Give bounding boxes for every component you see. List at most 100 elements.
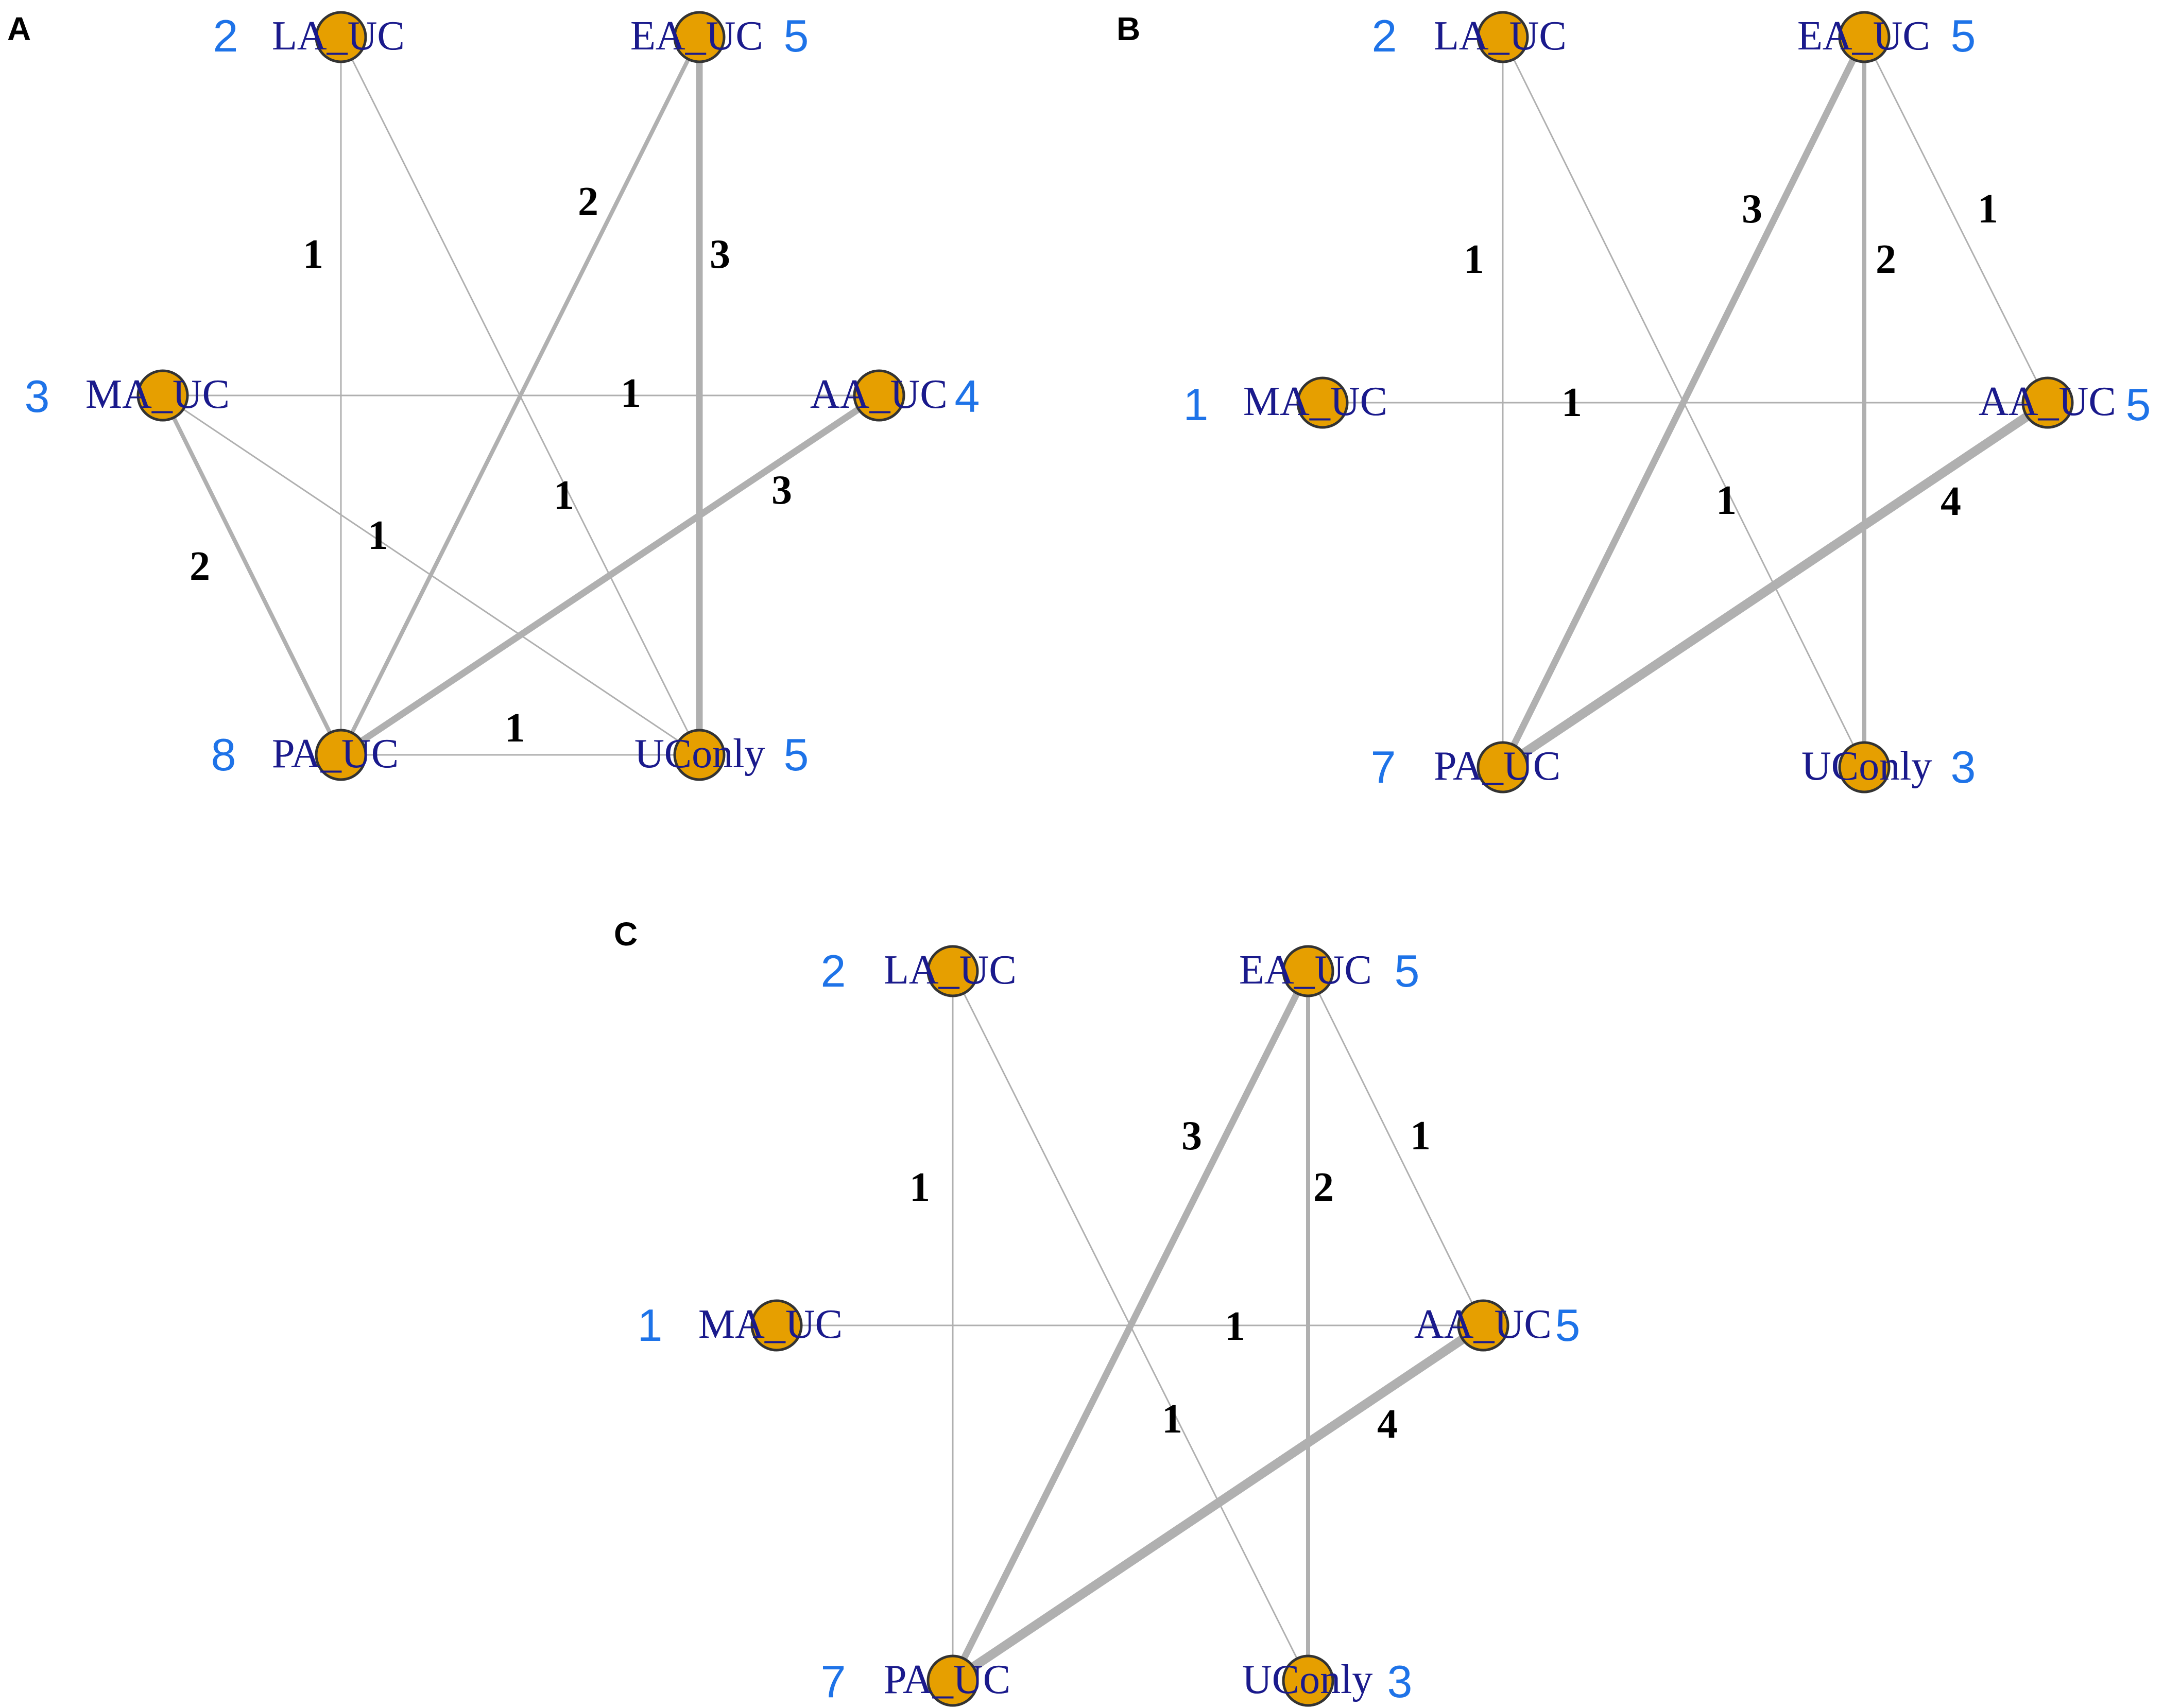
node-count-ea-uc: 5 (1951, 10, 1976, 61)
node-count-ea-uc: 5 (1395, 945, 1420, 996)
edge-weight-label: 1 (1225, 1304, 1245, 1349)
node-count-uconly: 5 (784, 729, 809, 780)
node-counts: 2 5 3 4 8 5 (25, 10, 980, 780)
node-count-pa-uc: 7 (1371, 741, 1396, 792)
nodes: LA_UC EA_UC MA_UC AA_UC PA_UC UConly (698, 945, 1552, 1707)
nodes: LA_UC EA_UC MA_UC AA_UC PA_UC UConly (1243, 11, 2116, 793)
node-counts: 2 5 1 5 7 3 (638, 945, 1581, 1707)
edge-ma-uc-uconly (162, 394, 700, 756)
node-label-overlay: EA_UC (1239, 947, 1372, 993)
node-count-ma-uc: 1 (638, 1300, 663, 1351)
panel-c: 1 1 3 2 1 1 4 LA_UC EA_UC MA_UC AA_UC PA_UC UConlyLA… (614, 916, 1580, 1707)
edge-ea-uc-aa-uc (1863, 37, 2049, 403)
edge-weight-label: 2 (1313, 1165, 1334, 1210)
node-label-overlay: LA_UC (884, 947, 1017, 993)
edge-weight-label: 2 (1876, 237, 1896, 282)
node-la-uc (1477, 11, 1529, 63)
node-label-overlay: LA_UC (272, 13, 405, 59)
node-count-pa-uc: 8 (211, 729, 236, 780)
node-counts: 2 5 1 5 7 3 (1183, 10, 2151, 792)
node-pa-uc (926, 1654, 979, 1707)
node-count-aa-uc: 4 (955, 371, 980, 422)
edge-labels: 1 1 2 3 1 2 1 3 1 (190, 179, 792, 751)
node-label-overlay: PA_UC (884, 1657, 1010, 1702)
panel-letter: C (614, 916, 638, 953)
edge-aa-uc-pa-uc (950, 1321, 1486, 1685)
node-count-la-uc: 2 (1372, 10, 1397, 61)
node-label-overlay: UConly (1801, 744, 1932, 789)
edge-weight-label: 3 (771, 468, 792, 513)
node-count-ma-uc: 1 (1183, 379, 1209, 430)
node-count-ma-uc: 3 (25, 371, 50, 422)
panel-b: 1 1 3 2 1 1 4 LA_UC EA_UC MA_UC AA_UC PA_UC UConlyLA… (1117, 10, 2151, 793)
edges (777, 970, 1486, 1685)
node-label-overlay: AA_UC (1979, 379, 2116, 424)
edge-weight-label: 1 (1464, 237, 1484, 282)
node-ea-uc (1282, 945, 1334, 997)
node-ea-uc (673, 11, 726, 63)
node-aa-uc (853, 369, 905, 422)
node-la-uc (315, 11, 367, 63)
node-uconly (1838, 741, 1891, 793)
node-label-overlay: PA_UC (272, 731, 399, 777)
node-count-la-uc: 2 (821, 945, 846, 996)
node-ma-uc (1296, 376, 1349, 429)
node-count-uconly: 3 (1387, 1656, 1413, 1707)
node-label-overlay: PA_UC (1434, 744, 1560, 789)
node-label-overlay: UConly (634, 731, 765, 777)
edge-aa-uc-pa-uc (1500, 399, 2051, 771)
edge-labels: 1 1 3 2 1 1 4 (909, 1113, 1431, 1447)
edge-weight-label: 1 (1162, 1396, 1182, 1442)
edges (161, 36, 881, 758)
edge-weight-label: 1 (1410, 1113, 1431, 1159)
edge-weight-label: 4 (1941, 479, 1961, 524)
node-label-overlay: MA_UC (698, 1302, 843, 1347)
edge-weight-label: 2 (578, 179, 598, 225)
node-pa-uc (315, 729, 367, 781)
node-uconly (673, 729, 726, 781)
node-uconly (1282, 1654, 1334, 1707)
node-ma-uc (136, 369, 189, 422)
node-count-aa-uc: 5 (2126, 379, 2151, 430)
edge-weight-label: 3 (1742, 186, 1762, 232)
edge-ea-uc-aa-uc (1307, 971, 1484, 1326)
edge-weight-label: 1 (368, 513, 388, 558)
edge-weight-label: 1 (1978, 186, 1998, 232)
edge-weight-label: 1 (909, 1165, 930, 1210)
node-aa-uc (2021, 376, 2074, 429)
edge-weight-label: 3 (1181, 1113, 1202, 1159)
node-count-ea-uc: 5 (784, 10, 809, 61)
panel-letter: B (1117, 10, 1140, 47)
node-label-overlay: AA_UC (1414, 1302, 1552, 1347)
edge-weight-label: 1 (1716, 478, 1737, 523)
edge-ma-uc-pa-uc (161, 394, 343, 756)
node-label-overlay: MA_UC (1243, 379, 1387, 424)
edges (1323, 36, 2051, 771)
node-aa-uc (1457, 1299, 1509, 1352)
node-label-overlay: MA_UC (85, 372, 230, 417)
edge-weight-label: 1 (554, 473, 574, 518)
node-count-la-uc: 2 (213, 10, 238, 61)
node-la-uc (926, 945, 979, 997)
node-label-overlay: LA_UC (1434, 13, 1567, 59)
edge-weight-label: 1 (1561, 380, 1582, 425)
node-label-overlay: EA_UC (1797, 13, 1930, 59)
edge-labels: 1 1 3 2 1 1 4 (1464, 186, 1998, 524)
edge-weight-label: 1 (505, 705, 525, 751)
edge-weight-label: 4 (1377, 1402, 1398, 1447)
node-count-aa-uc: 5 (1555, 1300, 1581, 1351)
edge-weight-label: 2 (190, 544, 210, 589)
panel-letter: A (7, 10, 31, 47)
edge-weight-label: 3 (710, 232, 730, 277)
node-ea-uc (1838, 11, 1891, 63)
node-count-pa-uc: 7 (821, 1656, 846, 1707)
node-ma-uc (750, 1299, 803, 1352)
node-count-uconly: 3 (1951, 741, 1976, 792)
node-label-overlay: UConly (1242, 1657, 1372, 1702)
edge-weight-label: 1 (303, 232, 323, 277)
node-label-overlay: AA_UC (810, 372, 948, 417)
edge-weight-label: 1 (621, 371, 641, 416)
